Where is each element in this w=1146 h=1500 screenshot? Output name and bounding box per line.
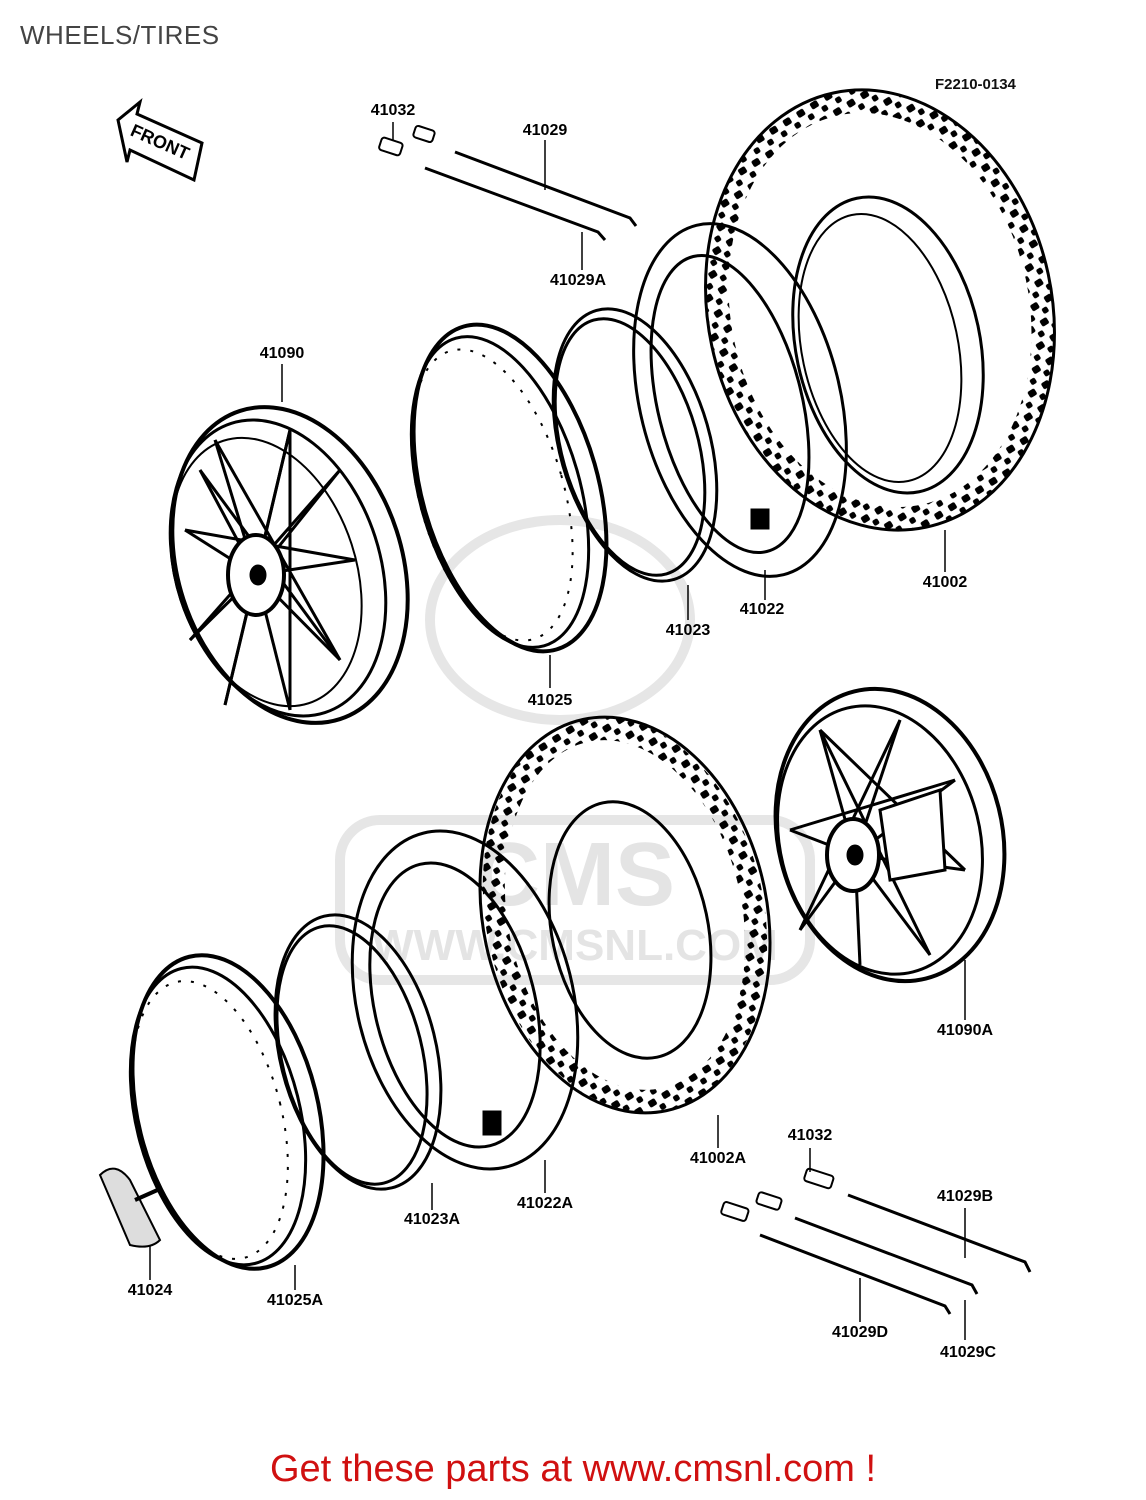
label-41022: 41022: [739, 601, 785, 618]
label-41032-top: 41032: [370, 102, 416, 119]
spoke-nipple-41032-top: [378, 124, 436, 157]
page-title: WHEELS/TIRES: [20, 20, 220, 50]
tire-41002A: [478, 715, 772, 1115]
label-41024: 41024: [127, 1282, 173, 1299]
figure-code: F2210-0134: [935, 76, 1016, 93]
label-41023A: 41023A: [403, 1211, 461, 1228]
rim-41025: [409, 322, 609, 654]
rim-lock-41024: [98, 1167, 163, 1248]
rim-band-41023A: [273, 913, 443, 1191]
label-41032-bottom: 41032: [787, 1127, 833, 1144]
label-41029C: 41029C: [939, 1344, 997, 1361]
spoke-nipple-41032-bottom: [720, 1167, 835, 1222]
label-41029B: 41029B: [936, 1188, 994, 1205]
svg-text:WWW.CMSNL.COM: WWW.CMSNL.COM: [372, 921, 778, 970]
label-41025: 41025: [527, 692, 573, 709]
rim-band-41023: [551, 307, 719, 583]
tube-41022A: [350, 829, 580, 1171]
label-41029: 41029: [522, 122, 568, 139]
wheel-41090: [168, 405, 410, 725]
label-41025A: 41025A: [266, 1292, 324, 1309]
label-41090: 41090: [259, 345, 305, 362]
label-41029A: 41029A: [549, 272, 607, 289]
label-41002A: 41002A: [689, 1150, 747, 1167]
label-41029D: 41029D: [831, 1324, 889, 1341]
tube-41022: [632, 222, 848, 578]
wheel-41090A: [773, 686, 1007, 984]
label-41022A: 41022A: [516, 1195, 574, 1212]
spoke-41029: [424, 150, 638, 241]
leader-lines: [149, 122, 966, 1340]
label-41023: 41023: [665, 622, 711, 639]
footer-shop-link[interactable]: Get these parts at www.cmsnl.com !: [269, 1448, 877, 1490]
watermark-logo: CMS WWW.CMSNL.COM: [335, 515, 815, 985]
tire-41002: [704, 88, 1056, 532]
label-41002: 41002: [922, 574, 968, 591]
front-arrow-icon: FRONT: [116, 97, 204, 183]
rim-41025A: [128, 953, 326, 1271]
spoke-41029B-C-D: [759, 1193, 1032, 1315]
label-41090A: 41090A: [936, 1022, 994, 1039]
